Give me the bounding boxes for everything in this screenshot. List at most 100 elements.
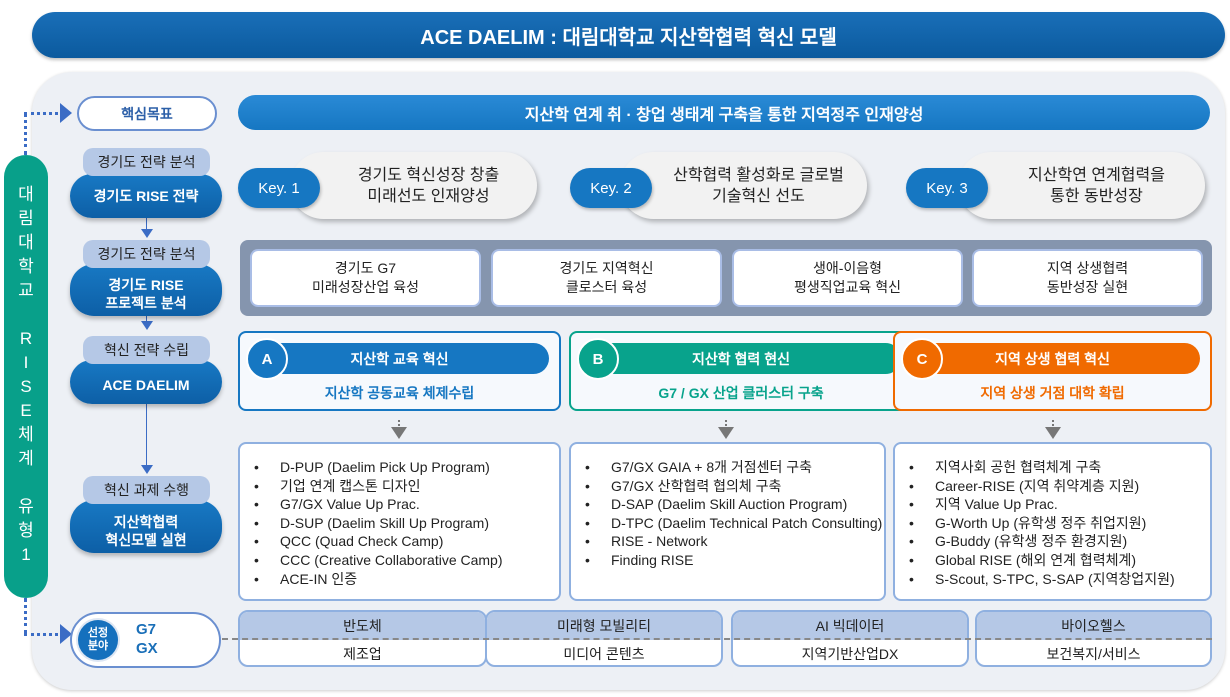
strategy-line: 동반성장 실현 [1046, 279, 1129, 295]
dashed-divider [222, 638, 1212, 640]
list-item: D-PUP (Daelim Pick Up Program) [254, 458, 559, 477]
side-label-char: 학 [18, 257, 34, 276]
arrow-stem [725, 420, 727, 426]
sector-gx: 제조업 [343, 645, 382, 662]
flow-line [146, 404, 147, 466]
key-line: 통한 동반성장 [1050, 187, 1143, 205]
pillar-a-list: D-PUP (Daelim Pick Up Program)기업 연계 캡스톤 … [238, 442, 561, 601]
sector-g7: 반도체 [240, 612, 485, 640]
strategy-line: 경기도 지역혁신 [559, 260, 654, 276]
sector-g7: AI 빅데이터 [733, 612, 967, 640]
badge-line: 선정 [87, 627, 109, 639]
dotted-connector-top-h [24, 112, 64, 115]
list-item: QCC (Quad Check Camp) [254, 532, 559, 551]
pillar-subtitle: G7 / GX 산업 클러스터 구축 [658, 385, 824, 401]
side-label-char [24, 471, 29, 495]
step-title-line: 혁신모델 실현 [105, 531, 187, 548]
pillar-c-list: 지역사회 공헌 협력체계 구축Career-RISE (지역 취약계층 지원)지… [893, 442, 1212, 601]
sector-g7: 바이오헬스 [977, 612, 1210, 640]
arrow-down-icon [718, 427, 734, 439]
badge-line: 분야 [87, 640, 109, 652]
key-line: 경기도 혁신성장 창출 [357, 166, 500, 184]
list-item: D-SAP (Daelim Skill Auction Program) [585, 495, 884, 514]
step-title-line: 경기도 RISE 전략 [93, 188, 199, 204]
side-label-char: 1 [21, 545, 31, 564]
dotted-connector-top [24, 113, 27, 155]
arrow-right-icon [60, 624, 72, 644]
strategy-line: 경기도 G7 [334, 260, 397, 276]
step-title-line: 지산학협력 [113, 513, 179, 530]
side-label-char: E [20, 401, 32, 420]
list-item: ACE-IN 인증 [254, 570, 559, 589]
arrow-stem [398, 420, 400, 426]
pillar-letter: C [901, 338, 943, 380]
strategy-line: 평생직업교육 혁신 [794, 279, 901, 295]
step-title-line: 경기도 RISE [108, 277, 184, 293]
arrow-down-icon [141, 465, 153, 474]
core-goal-label: 핵심목표 [77, 96, 217, 131]
strategy-line: 미래성장산업 육성 [312, 279, 419, 295]
side-label-char: 대 [18, 185, 34, 204]
side-label-char: 형 [18, 521, 34, 540]
step-1-label: 경기도 전략 분석 [83, 148, 210, 176]
pillar-letter: B [577, 338, 619, 380]
list-item: G7/GX Value Up Prac. [254, 495, 559, 514]
pillar-letter: A [246, 338, 288, 380]
pillar-title: 지역 상생 협력 혁신 [905, 343, 1200, 374]
arrow-right-icon [60, 103, 72, 123]
arrow-down-icon [1045, 427, 1061, 439]
list-item: CCC (Creative Collaborative Camp) [254, 551, 559, 570]
pillar-b: 지산학 협력 현신 B G7 / GX 산업 클러스터 구축 [569, 331, 913, 411]
side-label-char: 림 [18, 209, 34, 228]
list-item: 지역 Value Up Prac. [909, 495, 1210, 514]
arrow-down-icon [391, 427, 407, 439]
list-item: Career-RISE (지역 취약계층 지원) [909, 477, 1210, 496]
list-item: D-TPC (Daelim Technical Patch Consulting… [585, 514, 884, 533]
page-title: ACE DAELIM : 대림대학교 지산학협력 혁신 모델 [32, 12, 1225, 58]
strategy-line: 클로스터 육성 [565, 279, 648, 295]
flow-line [146, 316, 147, 322]
key-2-badge: Key. 2 [570, 168, 652, 208]
key-line: 기술혁신 선도 [712, 187, 805, 205]
pillar-c: 지역 상생 협력 혁신 C 지역 상생 거점 대학 확립 [893, 331, 1212, 411]
step-title-line: ACE DAELIM [102, 377, 190, 393]
sector-gx: 지역기반산업DX [801, 645, 899, 662]
arrow-stem [1052, 420, 1054, 426]
core-goal-text: 지산학 연계 취 · 창업 생태계 구축을 통한 지역정주 인재양성 [238, 95, 1210, 130]
key-line: 지산학연 연계협력을 [1028, 166, 1165, 184]
key-line: 미래선도 인재양성 [367, 187, 490, 205]
sector-g7: 미래형 모빌리티 [487, 612, 721, 640]
list-item: S-Scout, S-TPC, S-SAP (지역창업지원) [909, 570, 1210, 589]
side-label-char: 교 [18, 281, 34, 300]
list-item: G-Buddy (유학생 정주 환경지원) [909, 532, 1210, 551]
sector-gx: 보건복지/서비스 [1046, 645, 1141, 662]
list-item: D-SUP (Daelim Skill Up Program) [254, 514, 559, 533]
list-item: 기업 연계 캡스톤 디자인 [254, 477, 559, 496]
side-label-char: 계 [18, 449, 34, 468]
side-label-char: 체 [18, 425, 34, 444]
list-item: Finding RISE [585, 551, 884, 570]
list-item: G-Worth Up (유학생 정주 취업지원) [909, 514, 1210, 533]
strategy-box: 경기도 G7 미래성장산업 육성 [250, 249, 481, 307]
list-item: G7/GX 산학협력 협의체 구축 [585, 477, 884, 496]
sector-gx: 미디어 콘텐츠 [563, 645, 645, 662]
dotted-connector-bottom-h [24, 633, 64, 636]
strategy-line: 지역 상생협력 [1046, 260, 1129, 276]
side-label-char: S [20, 377, 32, 396]
list-item: 지역사회 공헌 협력체계 구축 [909, 458, 1210, 477]
dotted-connector-bottom [24, 598, 27, 634]
pillar-a: 지산학 교육 혁신 A 지산학 공동교육 체제수립 [238, 331, 561, 411]
key-3-badge: Key. 3 [906, 168, 988, 208]
step-title-line: 프로젝트 분석 [105, 295, 187, 311]
side-label-char: R [19, 329, 33, 348]
list-item: RISE - Network [585, 532, 884, 551]
